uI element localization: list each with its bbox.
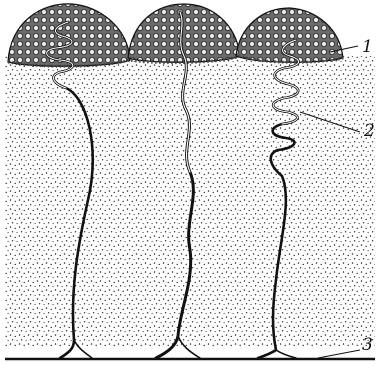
- cap-left: [8, 4, 130, 66]
- duct-right-root: [276, 350, 296, 358]
- callout-2: 2: [363, 121, 375, 141]
- cap-right: [236, 8, 343, 62]
- leader-3: [318, 350, 360, 358]
- callout-3: 3: [362, 335, 373, 355]
- callout-1: 1: [362, 37, 373, 57]
- stippled-tissue: [5, 56, 375, 348]
